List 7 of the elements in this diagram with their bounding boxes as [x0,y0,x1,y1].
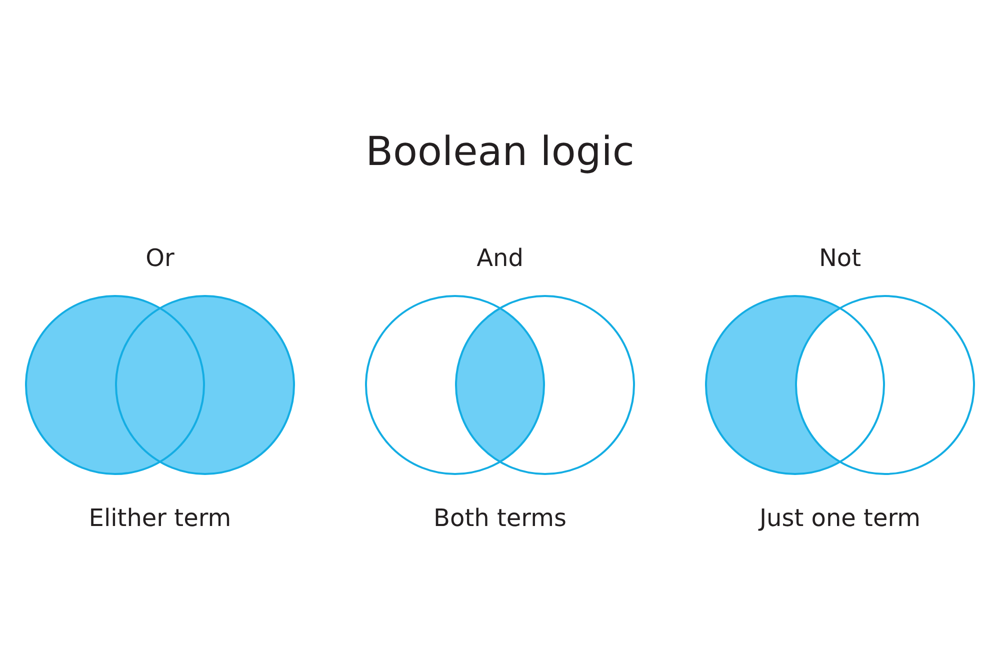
operator-heading: Or [146,243,174,274]
diagram-title: Boolean logic [364,128,636,177]
operator-heading: Not [818,243,862,274]
operator-caption: Both terms [434,503,566,534]
operator-caption: Just one term [759,503,921,534]
operator-heading: And [476,243,524,274]
operator-caption: Elither term [88,503,232,534]
